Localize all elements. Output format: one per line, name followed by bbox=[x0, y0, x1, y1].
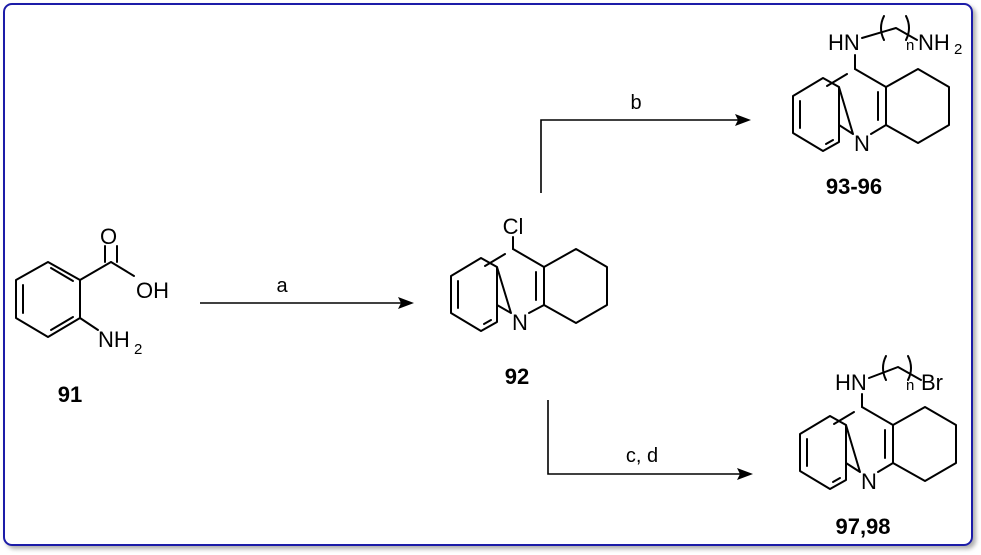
acridine-rings-93 bbox=[792, 68, 950, 152]
condition-a: a bbox=[276, 275, 288, 297]
acridine-rings-97 bbox=[799, 406, 957, 490]
terminal-amine: NH bbox=[918, 30, 950, 55]
scheme-frame bbox=[3, 3, 973, 546]
compound-label-97-98: 97,98 bbox=[835, 514, 890, 539]
compound-label-93-96: 93-96 bbox=[826, 174, 882, 199]
compound-91: O OH NH 2 91 bbox=[15, 224, 169, 407]
amine-bond-91 bbox=[79, 317, 99, 331]
aromatic-inner-bonds-93 bbox=[799, 73, 879, 145]
chlorine-atom: Cl bbox=[503, 214, 524, 239]
bromine-atom: Br bbox=[921, 370, 943, 395]
terminal-amine-subscript: 2 bbox=[954, 41, 962, 58]
ring-nitrogen-92: N bbox=[512, 310, 528, 335]
amine-subscript: 2 bbox=[134, 341, 142, 358]
arrow-cd: c, d bbox=[547, 400, 753, 480]
acridine-rings-92 bbox=[450, 248, 608, 332]
alkyl-chain-97 bbox=[868, 366, 922, 381]
chain-bracket-93 bbox=[880, 15, 910, 41]
arrow-a: a bbox=[200, 275, 414, 309]
alkyl-chain-93 bbox=[861, 27, 918, 41]
amino-nh-93: HN bbox=[828, 30, 860, 55]
carboxyl-bonds-91 bbox=[79, 245, 135, 281]
repeat-index-97: n bbox=[906, 377, 914, 394]
aromatic-inner-bonds-97 bbox=[806, 411, 886, 483]
amine-group: NH bbox=[98, 327, 130, 352]
compound-label-91: 91 bbox=[58, 382, 82, 407]
amino-nh-97: HN bbox=[835, 370, 867, 395]
aromatic-inner-bonds-91 bbox=[22, 267, 74, 331]
repeat-index-93: n bbox=[906, 37, 914, 54]
compound-93-96: HN n NH 2 N 93-96 bbox=[792, 15, 962, 199]
compound-97-98: HN n Br N 97,98 bbox=[799, 355, 957, 539]
ring-nitrogen-97: N bbox=[861, 469, 877, 494]
ring-nitrogen-93: N bbox=[854, 131, 870, 156]
condition-cd: c, d bbox=[626, 445, 658, 467]
compound-label-92: 92 bbox=[505, 364, 529, 389]
aromatic-inner-bonds-92 bbox=[457, 253, 537, 325]
condition-b: b bbox=[630, 92, 641, 114]
chain-bracket-97 bbox=[882, 355, 912, 381]
hydroxyl-group: OH bbox=[136, 278, 169, 303]
arrow-b: b bbox=[540, 92, 751, 193]
oxygen-atom: O bbox=[100, 224, 117, 249]
compound-92: Cl N 92 bbox=[450, 214, 608, 389]
